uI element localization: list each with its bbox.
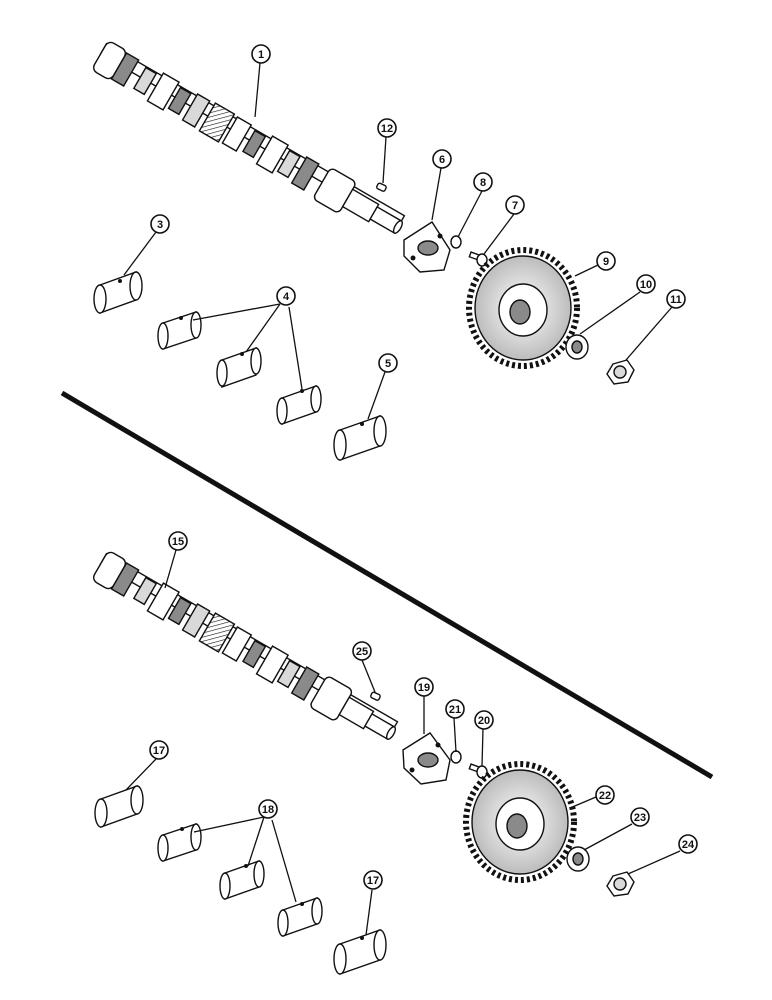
camshaft-top bbox=[92, 41, 406, 235]
camshaft-gear-top bbox=[466, 247, 580, 369]
callout-22: 22 bbox=[595, 785, 615, 805]
svg-text:22: 22 bbox=[599, 790, 611, 802]
bolt-top bbox=[468, 251, 488, 267]
svg-text:18: 18 bbox=[262, 804, 274, 816]
svg-text:17: 17 bbox=[153, 745, 165, 757]
lock-washer-bottom bbox=[450, 750, 462, 764]
svg-text:6: 6 bbox=[439, 154, 445, 166]
callout-12: 12 bbox=[377, 118, 397, 138]
svg-text:4: 4 bbox=[283, 291, 290, 303]
callout-18: 18 bbox=[258, 799, 278, 819]
svg-text:3: 3 bbox=[157, 219, 163, 231]
bushing-18c bbox=[277, 897, 323, 937]
gear-nut-bottom bbox=[606, 871, 635, 897]
callout-25: 25 bbox=[352, 641, 372, 661]
leaders-bottom bbox=[125, 549, 681, 936]
callout-6: 6 bbox=[432, 149, 452, 169]
thrust-plate-bottom bbox=[402, 732, 451, 785]
svg-text:8: 8 bbox=[480, 177, 486, 189]
bushing-18b bbox=[219, 860, 265, 900]
thrust-plate-top bbox=[403, 221, 451, 273]
section-divider-line bbox=[60, 390, 714, 780]
svg-text:11: 11 bbox=[670, 294, 682, 306]
bushing-17a bbox=[94, 785, 144, 828]
callout-11: 11 bbox=[666, 289, 686, 309]
svg-text:24: 24 bbox=[682, 839, 695, 851]
callout-19: 19 bbox=[414, 677, 434, 697]
callout-1: 1 bbox=[251, 44, 271, 64]
svg-text:9: 9 bbox=[603, 256, 609, 268]
svg-text:25: 25 bbox=[356, 646, 368, 658]
callout-24: 24 bbox=[678, 834, 698, 854]
woodruff-key-top bbox=[376, 182, 387, 192]
callout-3: 3 bbox=[150, 214, 170, 234]
svg-text:17: 17 bbox=[367, 875, 379, 887]
callout-4: 4 bbox=[276, 286, 296, 306]
svg-text:20: 20 bbox=[478, 715, 490, 727]
svg-text:23: 23 bbox=[634, 812, 646, 824]
svg-text:7: 7 bbox=[512, 200, 518, 212]
callout-15: 15 bbox=[168, 531, 188, 551]
callout-8: 8 bbox=[473, 172, 493, 192]
bushing-3 bbox=[93, 271, 143, 314]
bushing-5 bbox=[333, 415, 387, 461]
svg-text:19: 19 bbox=[418, 682, 430, 694]
bolt-bottom bbox=[468, 763, 488, 779]
bushing-4b bbox=[216, 347, 262, 388]
lock-washer-top bbox=[450, 235, 462, 249]
callout-9: 9 bbox=[596, 251, 616, 271]
svg-text:12: 12 bbox=[381, 123, 393, 135]
woodruff-key-bottom bbox=[370, 691, 381, 701]
bushing-4c bbox=[276, 385, 322, 425]
callout-5: 5 bbox=[378, 353, 398, 373]
callout-17-bottom: 17 bbox=[363, 870, 383, 890]
svg-text:5: 5 bbox=[385, 358, 391, 370]
bushing-18a bbox=[157, 823, 202, 862]
svg-text:1: 1 bbox=[258, 49, 264, 61]
gear-nut-top bbox=[606, 359, 635, 385]
bushing-17b bbox=[333, 929, 387, 975]
camshaft-bottom bbox=[92, 551, 399, 741]
camshaft-gear-bottom bbox=[463, 761, 577, 883]
callout-10: 10 bbox=[636, 274, 656, 294]
callout-21: 21 bbox=[445, 699, 465, 719]
callout-20: 20 bbox=[474, 710, 494, 730]
callout-17-top: 17 bbox=[149, 740, 169, 760]
leaders-top bbox=[123, 62, 673, 420]
svg-text:10: 10 bbox=[640, 279, 652, 291]
callout-7: 7 bbox=[505, 195, 525, 215]
svg-text:15: 15 bbox=[172, 536, 184, 548]
callout-23: 23 bbox=[630, 807, 650, 827]
svg-text:21: 21 bbox=[449, 704, 461, 716]
bushing-4a bbox=[157, 311, 202, 350]
